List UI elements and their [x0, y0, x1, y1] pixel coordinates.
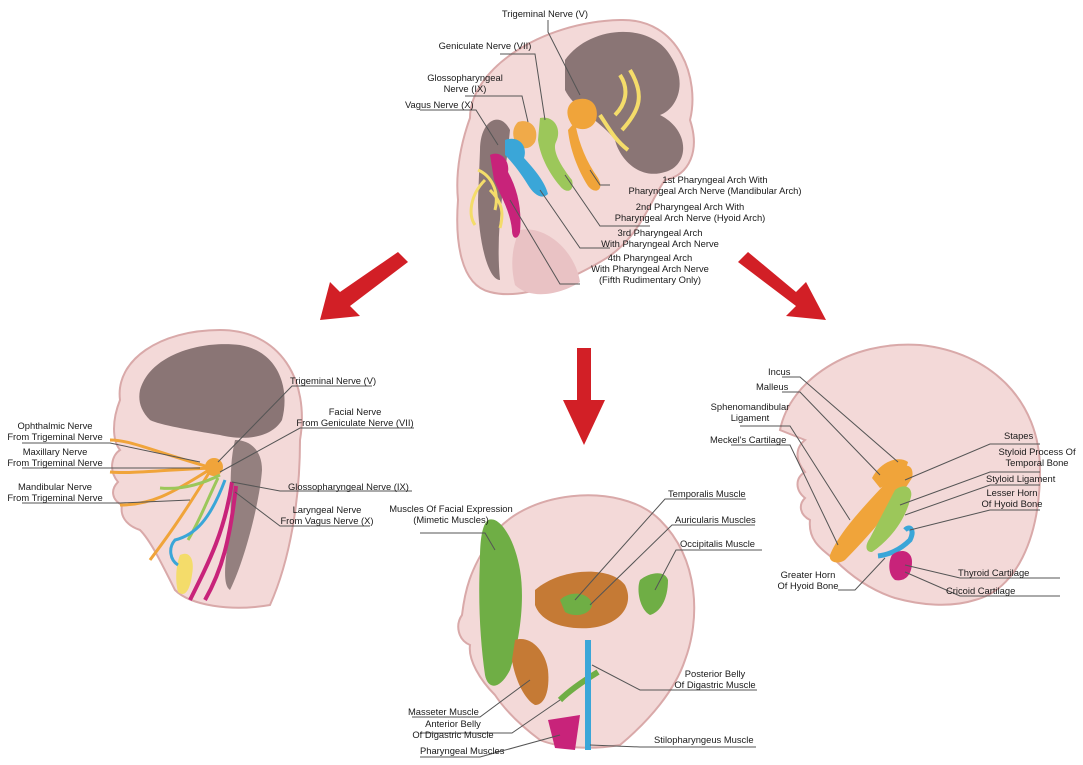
label-muscles-facial-expression: Muscles Of Facial Expression (Mimetic Mu…: [383, 503, 519, 525]
label-embryo-glossopharyngeal: Glossopharyngeal Nerve (IX): [410, 72, 520, 94]
label-muscles-temporalis: Temporalis Muscle: [668, 488, 746, 499]
label-nerves-laryngeal: Laryngeal Nerve From Vagus Nerve (X): [272, 504, 382, 526]
arrow-down: [563, 348, 605, 445]
label-nerves-trigeminal: Trigeminal Nerve (V): [290, 375, 376, 386]
label-arch-1: 1st Pharyngeal Arch With Pharyngeal Arch…: [605, 174, 825, 196]
label-skeleton-lesser-horn: Lesser Horn Of Hyoid Bone: [970, 487, 1054, 509]
label-skeleton-thyroid: Thyroid Cartilage: [958, 567, 1029, 578]
label-skeleton-styloid-ligament: Styloid Ligament: [986, 473, 1055, 484]
label-muscles-anterior-digastric: Anterior Belly Of Digastric Muscle: [408, 718, 498, 740]
label-muscles-auricularis: Auricularis Muscles: [675, 514, 756, 525]
label-nerves-maxillary: Maxillary Nerve From Trigeminal Nerve: [0, 446, 110, 468]
label-skeleton-styloid-process: Styloid Process Of Temporal Bone: [995, 446, 1079, 468]
label-muscles-masseter: Masseter Muscle: [408, 706, 479, 717]
label-embryo-vagus: Vagus Nerve (X): [405, 99, 474, 110]
nerves-head-illustration: [110, 330, 302, 608]
label-arch-3: 3rd Pharyngeal Arch With Pharyngeal Arch…: [590, 227, 730, 249]
label-muscles-posterior-digastric: Posterior Belly Of Digastric Muscle: [670, 668, 760, 690]
label-nerves-ophthalmic: Ophthalmic Nerve From Trigeminal Nerve: [0, 420, 110, 442]
label-muscles-pharyngeal: Pharyngeal Muscles: [420, 745, 504, 756]
label-muscles-occipitalis: Occipitalis Muscle: [680, 538, 755, 549]
arrow-right: [738, 252, 826, 320]
label-skeleton-cricoid: Cricoid Cartilage: [946, 585, 1015, 596]
arrow-left: [320, 252, 408, 320]
label-skeleton-incus: Incus: [768, 366, 790, 377]
label-nerves-facial: Facial Nerve From Geniculate Nerve (VII): [290, 406, 420, 428]
label-skeleton-stapes: Stapes: [1004, 430, 1033, 441]
label-embryo-trigeminal: Trigeminal Nerve (V): [460, 8, 630, 19]
label-arch-2: 2nd Pharyngeal Arch With Pharyngeal Arch…: [600, 201, 780, 223]
label-nerves-glossopharyngeal: Glossopharyngeal Nerve (IX): [288, 481, 409, 492]
muscles-head-illustration: [458, 495, 694, 750]
label-skeleton-malleus: Malleus: [756, 381, 788, 392]
label-embryo-geniculate: Geniculate Nerve (VII): [420, 40, 550, 51]
label-muscles-stylopharyngeus: Stilopharyngeus Muscle: [654, 734, 754, 745]
label-arch-4: 4th Pharyngeal Arch With Pharyngeal Arch…: [580, 252, 720, 285]
label-skeleton-greater-horn: Greater Horn Of Hyoid Bone: [772, 569, 844, 591]
label-nerves-mandibular: Mandibular Nerve From Trigeminal Nerve: [0, 481, 110, 503]
label-skeleton-meckels: Meckel's Cartilage: [710, 434, 786, 445]
label-skeleton-sphenomandibular: Sphenomandibular Ligament: [705, 401, 795, 423]
